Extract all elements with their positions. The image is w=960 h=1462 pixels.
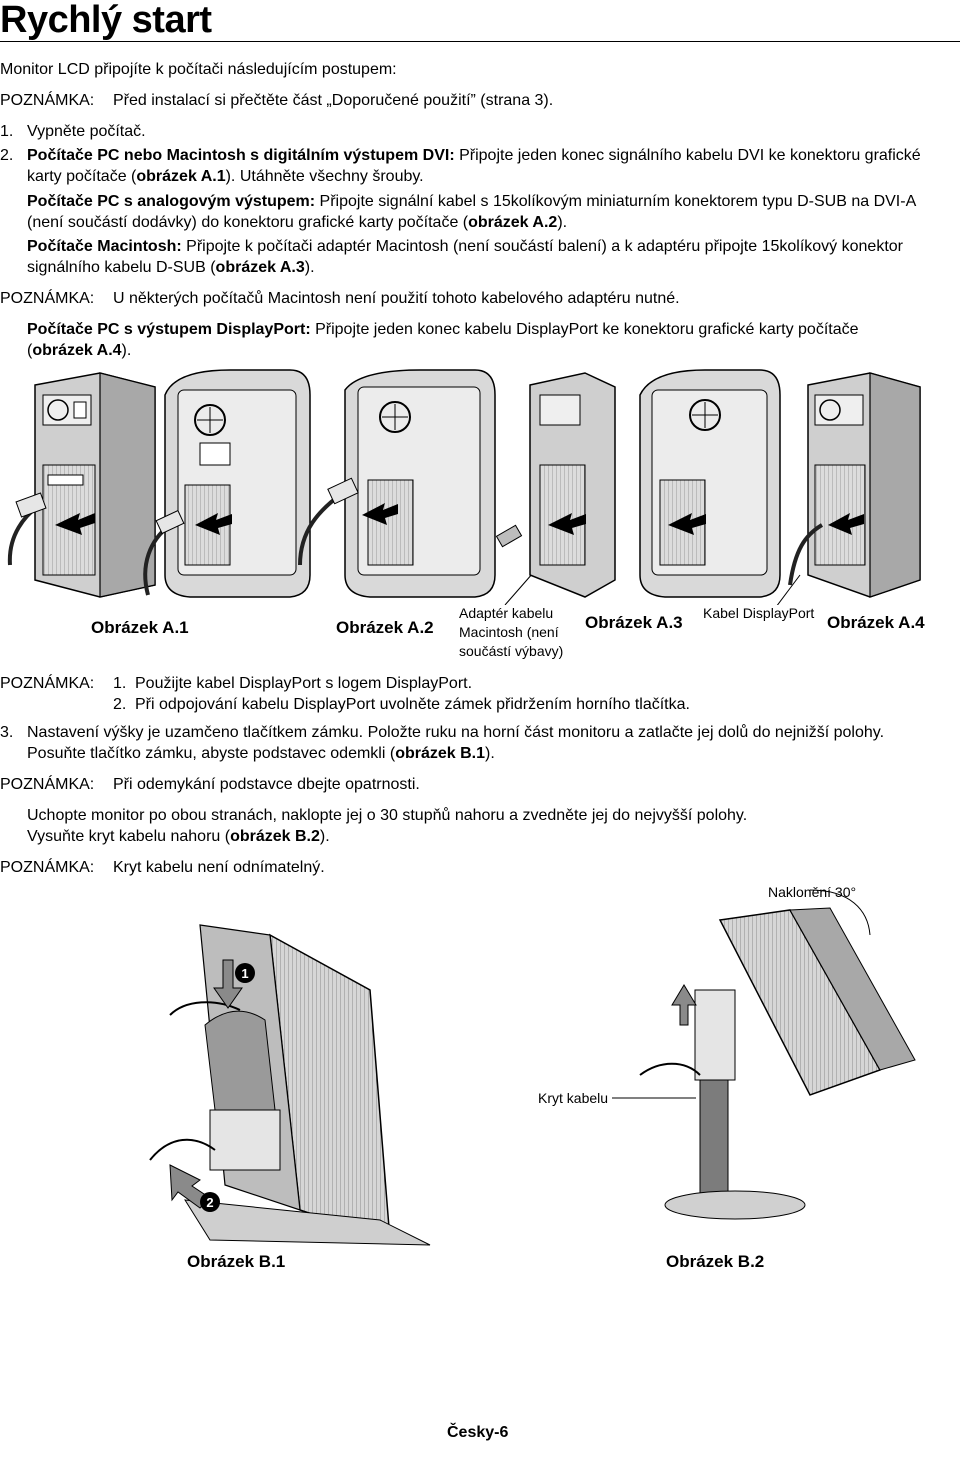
note-4-text: Kryt kabelu není odnímatelný. <box>113 859 325 876</box>
dp-text-1: Připojte jeden konec kabelu DisplayPort … <box>310 321 859 338</box>
monitor-b2 <box>612 889 916 1220</box>
mac-figure-ref: obrázek A.3 <box>215 259 305 276</box>
note-3-text: Při odemykání podstavce dbejte opatrnost… <box>113 776 420 793</box>
pc-tower-a1 <box>34 372 156 598</box>
mac-text-2a: signálního kabelu D-SUB ( <box>27 259 216 276</box>
note-dp-2-text: Při odpojování kabelu DisplayPort uvolně… <box>135 696 690 713</box>
mac-tower-a3 <box>344 369 496 598</box>
note-label: POZNÁMKA: <box>0 859 95 876</box>
dvi-cable-a1 <box>7 492 95 566</box>
tilt-label: Naklonění 30° <box>768 884 857 900</box>
figure-a4-caption: Obrázek A.4 <box>827 613 925 632</box>
step-3-line-2a: Posuňte tlačítko zámku, abyste podstavec… <box>27 745 396 762</box>
analog-heading: Počítače PC s analogovým výstupem: <box>27 193 316 210</box>
dvi-text-2a: karty počítače ( <box>27 168 137 185</box>
pc-tower-a4 <box>776 372 921 605</box>
dp-heading: Počítače PC s výstupem DisplayPort: <box>27 321 311 338</box>
step-1-text: Vypněte počítač. <box>27 123 146 140</box>
step-3-para-line-2a: Vysuňte kryt kabelu nahoru ( <box>27 828 231 845</box>
figure-b1-caption: Obrázek B.1 <box>187 1252 286 1271</box>
figure-a1-caption: Obrázek A.1 <box>91 618 189 637</box>
note-label: POZNÁMKA: <box>0 290 95 307</box>
dvi-text-2b: ). Utáhněte všechny šrouby. <box>225 168 424 185</box>
analog-text-2b: ). <box>557 214 568 231</box>
pc-tower-a3-right <box>529 372 616 598</box>
figure-a2-caption: Obrázek A.2 <box>336 618 434 637</box>
dp-figure-ref: obrázek A.4 <box>32 342 122 359</box>
figure-b2-caption: Obrázek B.2 <box>666 1252 765 1271</box>
step-1-number: 1. <box>0 123 14 140</box>
dvi-figure-ref: obrázek A.1 <box>136 168 226 185</box>
dp-text-2b: ). <box>121 342 132 359</box>
step-3-number: 3. <box>0 724 14 741</box>
figures-a-illustration <box>7 369 921 605</box>
mac-adapter-cable-a3 <box>298 477 541 605</box>
monitor-b1: 1 2 <box>149 924 431 1246</box>
note-label: POZNÁMKA: <box>0 675 95 692</box>
analog-figure-ref: obrázek A.2 <box>468 214 558 231</box>
mac-tower-a2 <box>164 369 311 598</box>
mac-text-1: Připojte k počítači adaptér Macintosh (n… <box>181 238 903 255</box>
note-2-text: U některých počítačů Macintosh není použ… <box>113 290 680 307</box>
marker-2: 2 <box>206 1195 213 1210</box>
dvi-text-1: Připojte jeden konec signálního kabelu D… <box>454 147 921 164</box>
step-2-mac: Počítače Macintosh: Připojte k počítači … <box>27 236 903 278</box>
step-2-analog: Počítače PC s analogovým výstupem: Připo… <box>27 191 916 233</box>
dp-text-2a: ( <box>27 342 33 359</box>
note-label: POZNÁMKA: <box>0 776 95 793</box>
step-3-line-1: Nastavení výšky je uzamčeno tlačítkem zá… <box>27 724 885 741</box>
mac-tower-a4 <box>639 369 781 598</box>
note-dp-2-number: 2. <box>113 696 127 713</box>
figure-a3-caption: Obrázek A.3 <box>585 613 683 632</box>
mac-text-2b: ). <box>304 259 315 276</box>
dvi-heading: Počítače PC nebo Macintosh s digitálním … <box>27 147 455 164</box>
step-2-displayport: Počítače PC s výstupem DisplayPort: Přip… <box>27 319 859 361</box>
marker-1: 1 <box>241 966 248 981</box>
title-rule <box>0 41 960 42</box>
dsub-cable-a2 <box>143 509 232 596</box>
mac-adapter-label: Adaptér kabelu Macintosh (není součástí … <box>459 605 564 659</box>
cable-cover-label: Kryt kabelu <box>538 1090 609 1106</box>
step-3-para-line-2b: ). <box>319 828 330 845</box>
step-3-figure-ref: obrázek B.1 <box>395 745 485 762</box>
displayport-cable-label: Kabel DisplayPort <box>703 605 815 621</box>
note-dp-1-number: 1. <box>113 675 127 692</box>
note-label: POZNÁMKA: <box>0 92 95 109</box>
page-title: Rychlý start <box>0 0 212 41</box>
step-3-line-2b: ). <box>485 745 495 762</box>
intro-text: Monitor LCD připojíte k počítači následu… <box>0 61 397 78</box>
analog-text-2a: (není součástí dodávky) do konektoru gra… <box>27 214 469 231</box>
mac-heading: Počítače Macintosh: <box>27 238 182 255</box>
step-3-para-figure-ref: obrázek B.2 <box>230 828 320 845</box>
step-3-paragraph: Uchopte monitor po obou stranách, naklop… <box>27 805 747 847</box>
figures-b-illustration: 1 2 <box>149 889 916 1246</box>
page-footer: Česky-6 <box>447 1424 509 1441</box>
analog-text-1: Připojte signální kabel s 15kolíkovým mi… <box>315 193 917 210</box>
note-1-text: Před instalací si přečtěte část „Doporuč… <box>113 92 554 109</box>
note-dp-1-text: Použijte kabel DisplayPort s logem Displ… <box>135 675 473 692</box>
step-3-para-line-1: Uchopte monitor po obou stranách, naklop… <box>27 807 748 824</box>
step-2-number: 2. <box>0 147 14 164</box>
